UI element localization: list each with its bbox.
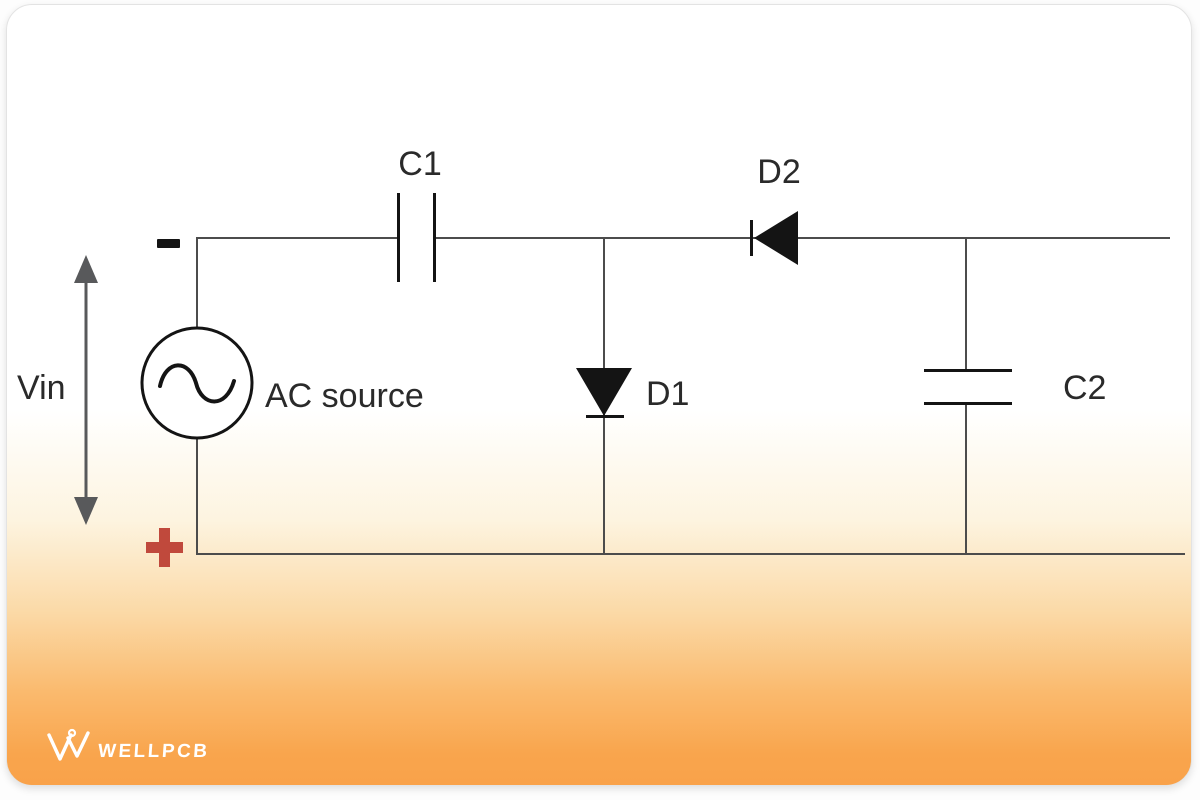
minus-sign — [157, 239, 180, 248]
plus-sign — [146, 528, 183, 567]
d1-diode-cathode-bar — [586, 415, 624, 418]
d2-label: D2 — [757, 153, 801, 191]
wire-bottom — [197, 553, 1185, 555]
ac-source-icon — [140, 326, 254, 440]
vin-label: Vin — [17, 369, 66, 407]
ac-source-label: AC source — [265, 377, 424, 415]
c2-label: C2 — [1063, 369, 1107, 407]
wire-top-right-segment — [434, 237, 1170, 239]
d1-label: D1 — [646, 375, 690, 413]
d1-diode-icon — [576, 368, 632, 416]
plus-sign-vertical-bar — [159, 528, 170, 567]
vin-arrow-icon — [74, 255, 98, 525]
wire-source-top-lead — [196, 237, 198, 327]
d2-diode-cathode-bar — [750, 220, 753, 256]
d2-diode-icon — [754, 211, 798, 265]
c1-capacitor-plate-right — [433, 193, 436, 282]
c2-capacitor-plate-bottom — [924, 402, 1012, 405]
wellpcb-logo-icon — [47, 728, 90, 761]
c1-capacitor-plate-left — [397, 193, 400, 282]
c1-label: C1 — [398, 145, 442, 183]
wire-source-bottom-lead — [196, 439, 198, 555]
wire-c2-bottom-lead — [965, 405, 967, 554]
wire-top-left-segment — [197, 237, 398, 239]
c2-capacitor-plate-top — [924, 369, 1012, 372]
wire-c2-top-lead — [965, 238, 967, 370]
wellpcb-logo-text: WELLPCB — [97, 741, 211, 762]
circuit-card: C1 D2 D1 C2 AC source Vin WELLPCB — [6, 4, 1192, 786]
